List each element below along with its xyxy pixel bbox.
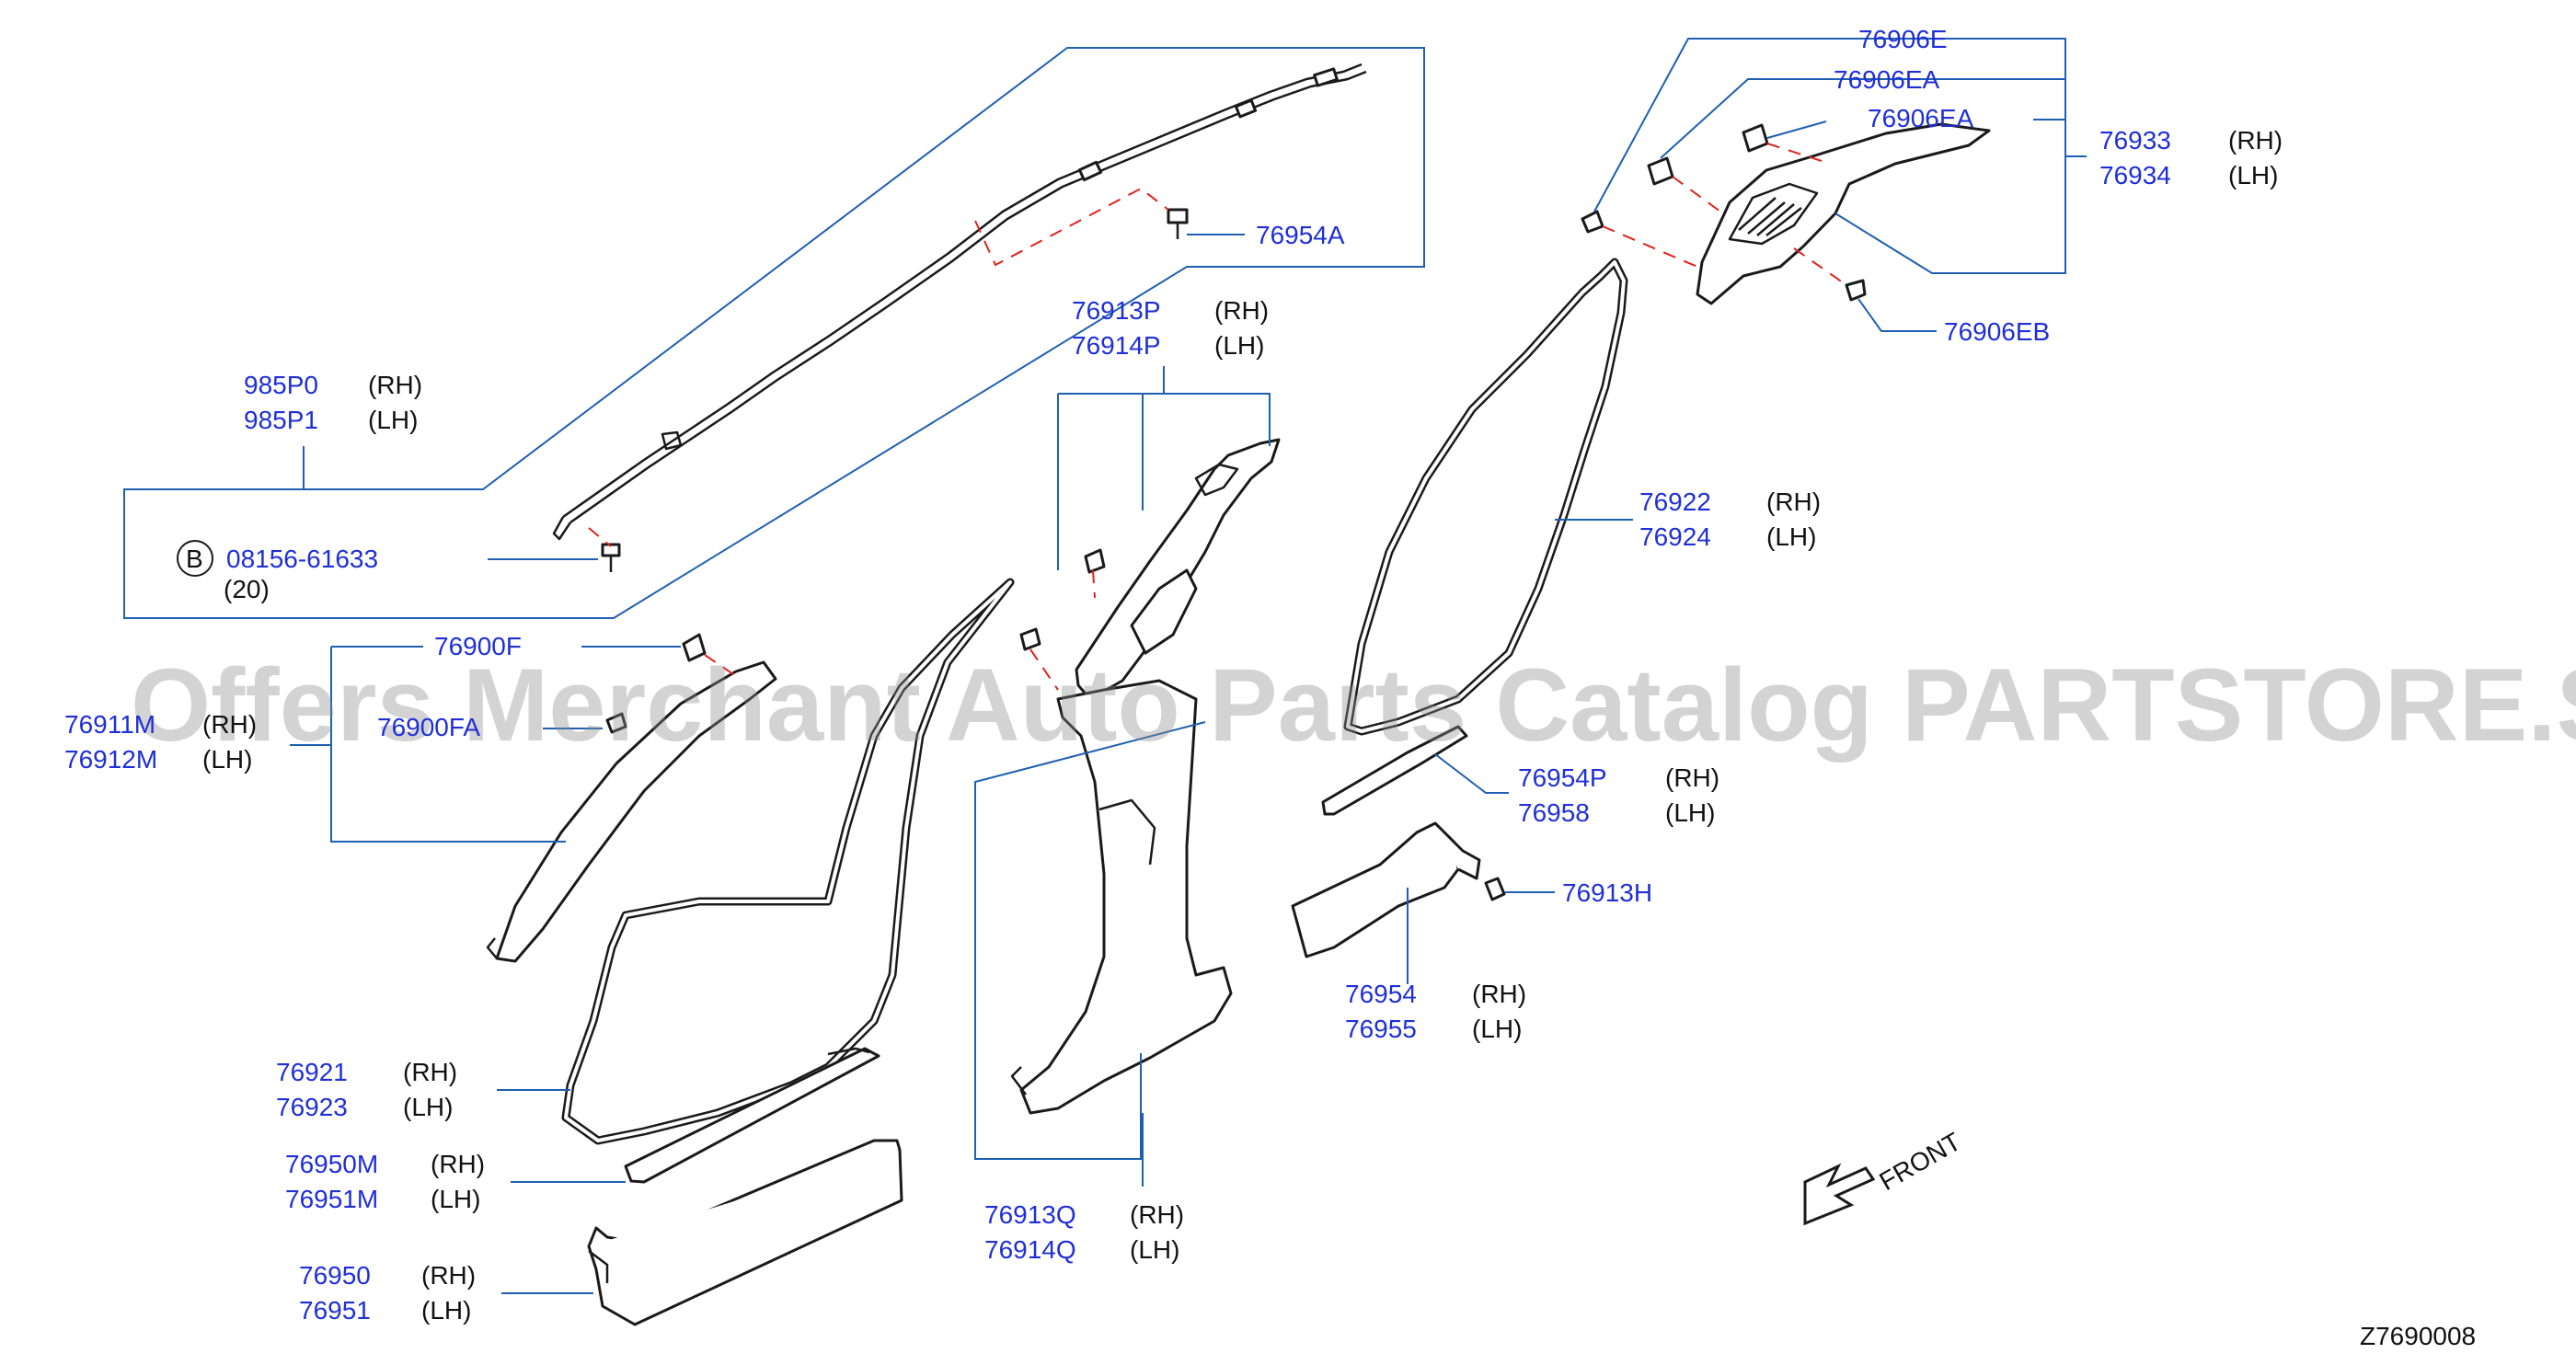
label-76906e: 76906E — [1858, 25, 1948, 53]
label-76954a: 76954A — [1256, 221, 1345, 249]
label-985p1-lh: (LH) — [368, 406, 418, 434]
dashed-finisher-clips — [1602, 143, 1847, 286]
label-76933-rh: (RH) — [2228, 126, 2283, 155]
leader-76911m-bracket — [290, 646, 566, 843]
front-arrow-icon — [1803, 1163, 1876, 1226]
leader-76906ea-1 — [1660, 78, 2006, 159]
label-76923: 76923 — [276, 1093, 348, 1121]
dashed-airbag-bolt — [588, 527, 612, 547]
label-76913p: 76913P — [1072, 296, 1161, 325]
label-76934-lh: (LH) — [2228, 161, 2278, 189]
label-76921: 76921 — [276, 1058, 348, 1086]
label-76913q: 76913Q — [984, 1200, 1076, 1229]
label-76934: 76934 — [2099, 161, 2171, 189]
label-76951-lh: (LH) — [421, 1296, 471, 1325]
label-76900f: 76900F — [434, 632, 522, 660]
label-76914q-lh: (LH) — [1130, 1235, 1179, 1264]
bolt-08156-drawing — [601, 543, 621, 572]
bolt-symbol-letter: B — [186, 545, 203, 573]
dashed-pillar-lower — [1029, 648, 1059, 691]
label-76954: 76954 — [1345, 980, 1417, 1008]
clip-76913p-upper-drawing — [1084, 548, 1106, 574]
label-76914p: 76914P — [1072, 331, 1161, 360]
watermark: Offers Merchant Auto Parts Catalog PARTS… — [131, 648, 2576, 763]
label-76954p-rh: (RH) — [1665, 763, 1719, 792]
label-76922: 76922 — [1639, 488, 1711, 516]
label-76900fa: 76900FA — [377, 713, 480, 741]
rear-pillar-finisher-drawing — [1696, 122, 1991, 305]
label-76911m: 76911M — [64, 710, 155, 739]
label-76955: 76955 — [1345, 1015, 1417, 1043]
label-76914q: 76914Q — [984, 1235, 1076, 1264]
leader-76933-bracket — [1834, 38, 2087, 274]
label-76906eb: 76906EB — [1944, 317, 2050, 346]
front-sill-step-drawing — [587, 1139, 903, 1326]
rear-door-weatherstrip-drawing — [1343, 258, 1628, 736]
label-76950m: 76950M — [285, 1150, 378, 1178]
label-76912m: 76912M — [64, 745, 157, 774]
label-qty-20: (20) — [224, 575, 270, 603]
front-door-weatherstrip-drawing — [561, 578, 1015, 1145]
label-76951m-lh: (LH) — [431, 1185, 480, 1213]
label-76951m: 76951M — [285, 1185, 378, 1213]
front-kicking-plate-drawing — [624, 1047, 880, 1184]
clip-76906ea-drawing — [1647, 123, 1769, 186]
clip-76900f-drawing — [682, 633, 707, 662]
label-76950-rh: (RH) — [421, 1261, 476, 1290]
dashed-front-clip — [704, 654, 737, 677]
label-76922-rh: (RH) — [1766, 488, 1821, 516]
label-76923-lh: (LH) — [403, 1093, 453, 1121]
center-pillar-lower-drawing — [1010, 679, 1233, 1115]
label-76950m-rh: (RH) — [431, 1150, 485, 1178]
diagram-code: Z7690008 — [2360, 1322, 2476, 1350]
leader-76954p — [1434, 753, 1509, 794]
leader-76913q-bracket — [974, 721, 1206, 1187]
dashed-pillar-upper — [1092, 569, 1096, 599]
label-76921-rh: (RH) — [403, 1058, 457, 1086]
label-76911m-rh: (RH) — [202, 710, 257, 739]
clip-76900fa-drawing — [605, 712, 627, 734]
label-76924: 76924 — [1639, 522, 1711, 551]
label-76913h: 76913H — [1562, 878, 1652, 907]
label-985p1: 985P1 — [244, 406, 318, 434]
dashed-airbag-clip — [974, 187, 1169, 267]
bolt-symbol-circle — [177, 540, 213, 577]
label-76924-lh: (LH) — [1766, 522, 1816, 551]
label-76906ea-1: 76906EA — [1834, 65, 1940, 94]
front-pillar-garnish-drawing — [486, 660, 777, 963]
label-76912m-lh: (LH) — [202, 745, 252, 774]
clip-76906eb-drawing — [1845, 279, 1867, 302]
label-985p0-rh: (RH) — [368, 371, 422, 399]
label-76914p-lh: (LH) — [1214, 331, 1264, 360]
label-76958-lh: (LH) — [1665, 798, 1715, 827]
label-985p0: 985P0 — [244, 371, 318, 399]
clip-76906e-drawing — [1581, 210, 1604, 234]
label-76958: 76958 — [1518, 798, 1590, 827]
clip-76954a-drawing — [1167, 208, 1189, 239]
label-76913p-rh: (RH) — [1214, 296, 1269, 325]
label-76955-lh: (LH) — [1472, 1015, 1522, 1043]
leader-76906eb — [1857, 298, 1937, 332]
label-76950: 76950 — [299, 1261, 371, 1290]
leader-76906e — [1593, 38, 2006, 212]
label-08156-61633: 08156-61633 — [226, 545, 378, 573]
label-76906ea-2: 76906EA — [1868, 104, 1974, 132]
label-76913q-rh: (RH) — [1130, 1200, 1184, 1229]
label-76954-rh: (RH) — [1472, 980, 1526, 1008]
rear-kicking-plate-drawing — [1321, 725, 1468, 816]
leader-76906ea-2 — [1766, 120, 1827, 139]
center-pillar-upper-drawing — [1075, 438, 1281, 701]
label-76951: 76951 — [299, 1296, 371, 1325]
clip-76913p-lower-drawing — [1019, 627, 1041, 651]
rear-sill-garnish-drawing — [1291, 821, 1481, 958]
label-76933: 76933 — [2099, 126, 2171, 155]
airbag-callout-frame — [123, 47, 1425, 619]
curtain-airbag-drawing — [552, 63, 1367, 541]
front-direction-label: FRONT — [1875, 1127, 1966, 1196]
clip-76913h-drawing — [1484, 877, 1506, 901]
leader-76913p-bracket — [1057, 393, 1271, 570]
label-76954p: 76954P — [1518, 763, 1607, 792]
